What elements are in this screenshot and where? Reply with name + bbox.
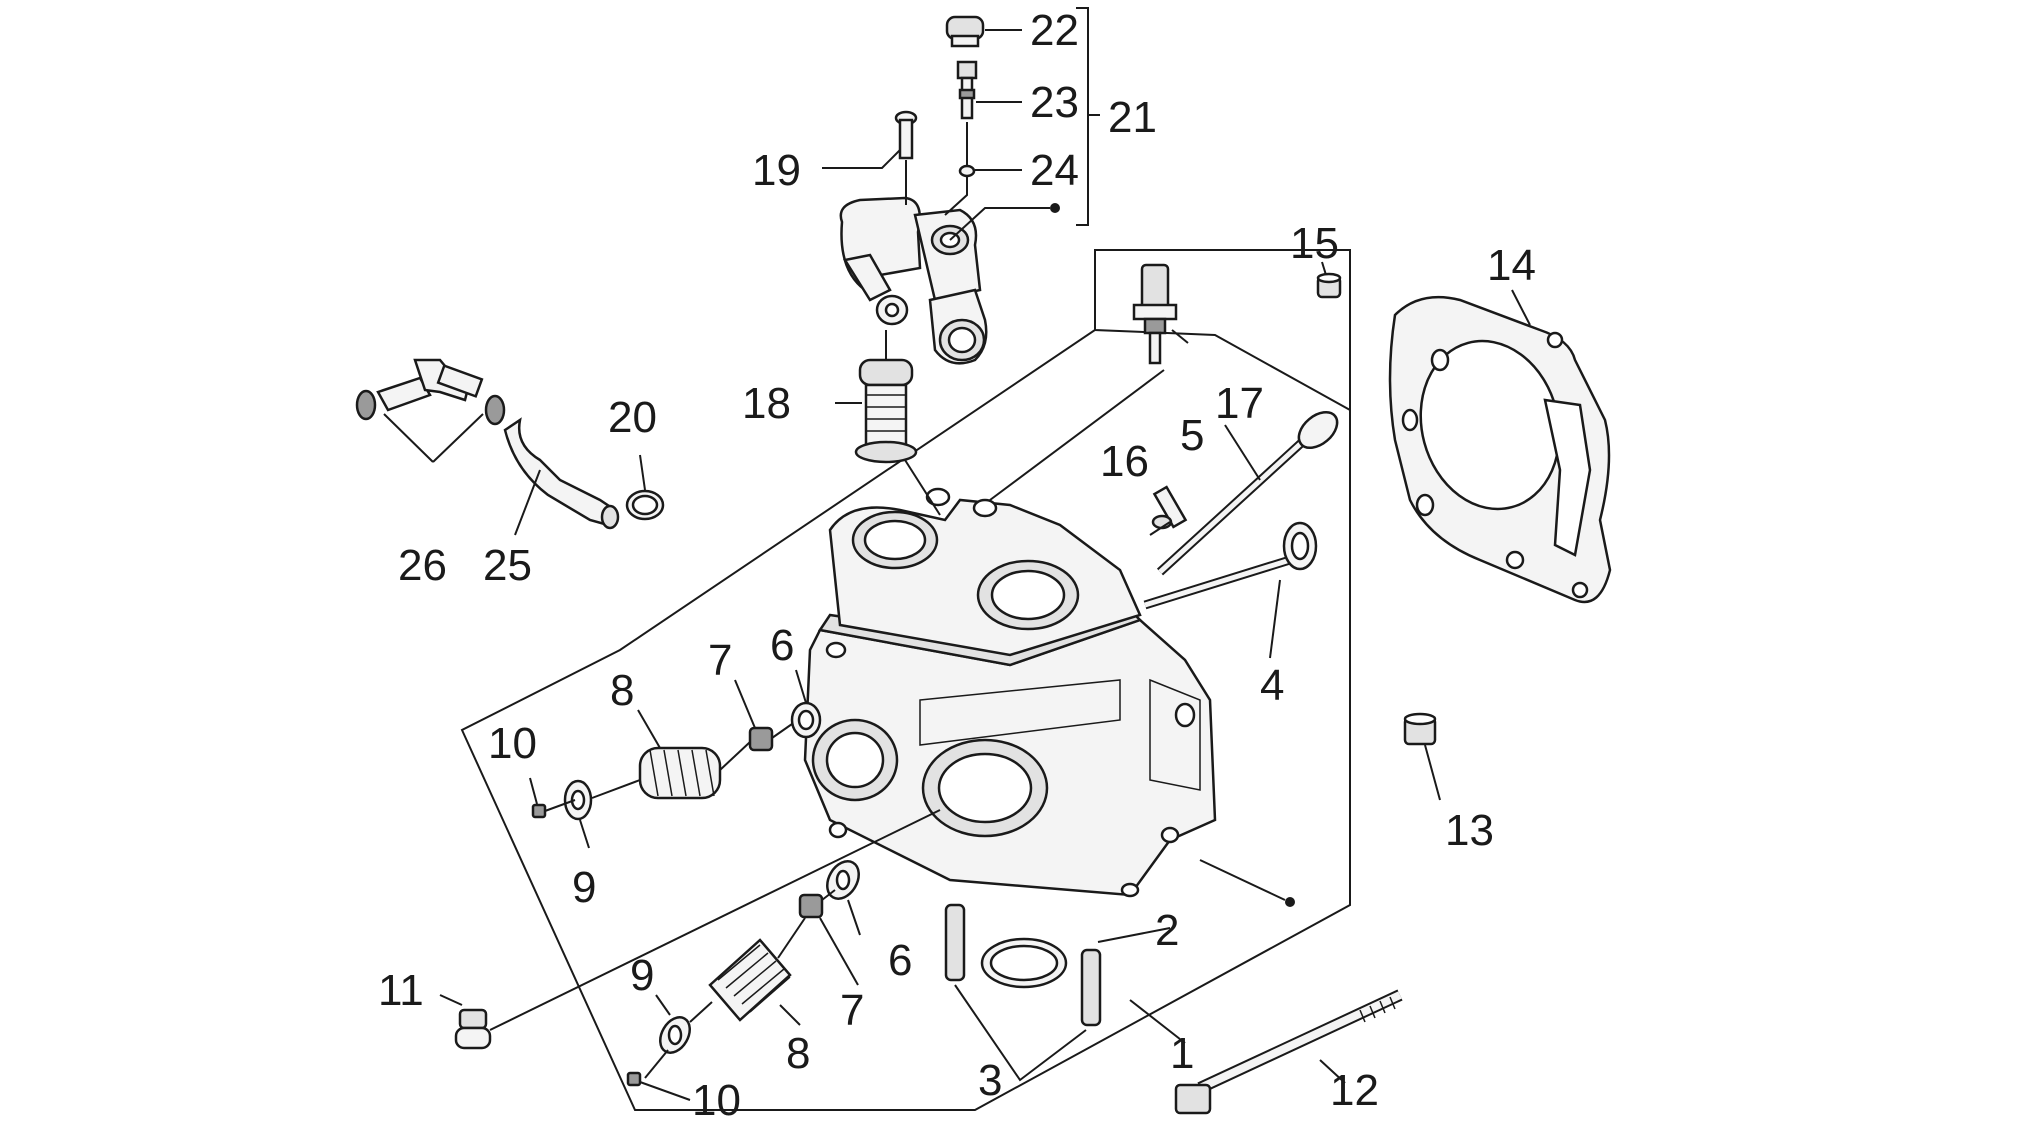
part-14-head-gasket <box>1388 295 1612 604</box>
callout-21: 21 <box>1108 93 1157 142</box>
part-22-cap <box>945 15 985 48</box>
part-19-screw <box>894 110 918 160</box>
part-10-upper-valve-cotter <box>531 803 547 819</box>
part-18-thermostat <box>854 358 918 464</box>
callout-15: 15 <box>1290 219 1339 268</box>
callout-23: 23 <box>1030 78 1079 127</box>
callout-3: 3 <box>978 1056 1002 1105</box>
part-7-lower-valve-stem-seal <box>798 893 824 919</box>
callout-6b: 6 <box>888 936 912 985</box>
callout-24: 24 <box>1030 146 1079 195</box>
callout-dot-2 <box>1285 897 1295 907</box>
callout-9b: 9 <box>630 951 654 1000</box>
callout-labels: 22 23 21 24 19 18 17 15 14 20 16 5 26 25… <box>378 6 1536 1125</box>
callout-7a: 7 <box>708 636 732 685</box>
part-24-washer <box>958 164 976 178</box>
leader-lines <box>383 29 1531 1101</box>
part-6-upper-valve-seal-washer <box>790 701 822 739</box>
callout-10b: 10 <box>692 1076 741 1125</box>
part-15-bush <box>1316 272 1342 299</box>
part-4-valve <box>1143 521 1318 610</box>
part-1-cylinder-head <box>803 487 1217 898</box>
callout-10a: 10 <box>488 719 537 768</box>
part-26-hose-fitting <box>355 358 506 426</box>
part-5-valve <box>1156 411 1339 576</box>
callout-13: 13 <box>1445 806 1494 855</box>
callout-1: 1 <box>1170 1029 1194 1078</box>
callout-17: 17 <box>1215 379 1264 428</box>
part-17-temperature-sensor <box>1132 263 1178 365</box>
callout-5: 5 <box>1180 411 1204 460</box>
callout-20: 20 <box>608 393 657 442</box>
callout-19: 19 <box>752 146 801 195</box>
part-20-hose-clamp <box>625 489 665 521</box>
callout-8b: 8 <box>786 1029 810 1078</box>
part-10-lower-valve-cotter <box>626 1071 642 1087</box>
callout-14: 14 <box>1487 241 1536 290</box>
part-9-lower-spring-retainer <box>659 1016 691 1054</box>
part-25-hose <box>503 417 620 530</box>
callout-6a: 6 <box>770 621 794 670</box>
callout-25: 25 <box>483 541 532 590</box>
callout-7b: 7 <box>840 986 864 1035</box>
callout-18: 18 <box>742 379 791 428</box>
callout-26: 26 <box>398 541 447 590</box>
part-3-dowels <box>944 903 1102 1027</box>
part-21-thermostat-housing <box>839 196 988 365</box>
part-13-bush <box>1403 712 1437 746</box>
callout-9a: 9 <box>572 863 596 912</box>
callout-8a: 8 <box>610 666 634 715</box>
callout-16: 16 <box>1100 437 1149 486</box>
part-12-bolt <box>1174 989 1403 1115</box>
part-23-bleed-screw <box>956 60 978 120</box>
part-9-upper-spring-retainer <box>563 779 593 821</box>
part-7-upper-valve-stem-seal <box>748 726 774 752</box>
callout-2: 2 <box>1155 906 1179 955</box>
callout-11: 11 <box>378 966 424 1015</box>
callout-22: 22 <box>1030 6 1079 55</box>
callout-4: 4 <box>1260 661 1284 710</box>
callout-12: 12 <box>1330 1066 1379 1115</box>
bracket-21 <box>1076 7 1089 226</box>
part-11-plug <box>454 1008 492 1050</box>
part-8-upper-valve-spring <box>638 746 722 800</box>
part-6-lower-valve-seal-washer <box>826 860 860 900</box>
callout-dot <box>1050 203 1060 213</box>
part-8-lower-valve-spring <box>708 938 792 1022</box>
group-1-outline <box>460 249 1351 1111</box>
